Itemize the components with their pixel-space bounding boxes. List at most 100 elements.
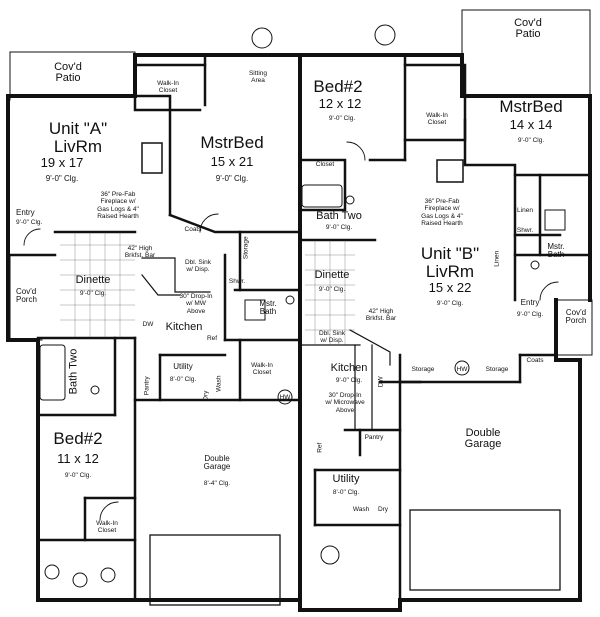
unit-b-fireplace-note: 36" Pre-Fab Fireplace w/ Gas Logs & 4" R… (421, 198, 463, 228)
unit-a-left-wall-lower (6, 338, 134, 602)
unit-a-utility-label: Utility (173, 362, 193, 371)
unit-a-walkin-closet-label: Walk-In Closet (157, 80, 179, 95)
unit-a-walkin-closet2-label: Walk-In Closet (251, 362, 273, 377)
b-master-wall (463, 118, 517, 302)
shrub (100, 567, 116, 583)
water-heater (277, 389, 293, 405)
a-closet-wall (133, 53, 202, 112)
unit-b-bath-two-label: Bath Two (316, 210, 362, 222)
unit-b-entry-ceiling: 9'-0" Clg. (516, 311, 544, 318)
water-heater (454, 360, 470, 376)
shrub (320, 545, 340, 565)
unit-b-storage2-label: Storage (485, 366, 509, 373)
garage-doors (149, 229, 561, 606)
unit-b-brkfst-bar-note: 42" High Brkfst. Bar (365, 308, 397, 323)
tub (301, 184, 343, 208)
unit-b-dinette-label: Dinette (314, 269, 350, 281)
shower (544, 209, 566, 231)
unit-b-dw-label: DW (377, 376, 385, 388)
shrub (44, 564, 60, 580)
tile-hatch (60, 232, 355, 345)
unit-b-dinette-ceiling: 9'-0" Clg. (318, 286, 346, 293)
interior-walls (6, 53, 592, 602)
unit-a-bath-two-label: Bath Two (67, 348, 80, 395)
door-swing (539, 281, 559, 301)
unit-b-covd-porch-label: Cov'd Porch (565, 308, 587, 325)
unit-a-bed2-title: Bed#2 (53, 429, 103, 448)
unit-b-bed2-size: 12 x 12 (318, 96, 362, 111)
unit-a-mstrbed-title: MstrBed (200, 133, 264, 152)
unit-b-garage-label: Double Garage (464, 427, 502, 450)
toilet (285, 295, 295, 305)
a-bath-wall (168, 213, 242, 292)
unit-b-entry-label: Entry (520, 298, 540, 307)
unit-a-dinette-ceiling: 9'-0" Clg. (79, 290, 107, 297)
unit-b-livrm-title: Unit "B" LivRm (420, 244, 480, 281)
unit-a-dw-label: DW (142, 321, 154, 328)
unit-b-top-wall (298, 53, 592, 302)
b-bath-wall (298, 158, 347, 212)
unit-b-ref-label: Ref (316, 442, 324, 453)
unit-b-bath-two-ceiling: 9'-0" Clg. (325, 224, 353, 231)
unit-a-storage-label: Storage (242, 236, 250, 260)
unit-b-hw-label: HW (456, 366, 468, 373)
unit-b-dbl-sink-note: Dbl. Sink w/ Disp. (318, 330, 346, 345)
unit-b-mstr-bath-label: Mstr. Bath (547, 242, 565, 259)
unit-a-ref-label: Ref (206, 335, 218, 342)
unit-a-dbl-sink-note: Dbl. Sink w/ Disp. (184, 259, 212, 274)
toilet (90, 385, 100, 395)
unit-a-wash-label: Wash (215, 375, 223, 392)
unit-a-kitchen-label: Kitchen (165, 321, 203, 333)
unit-b-garage-door (409, 509, 561, 591)
toilet (345, 195, 355, 205)
unit-a-utility-ceiling: 8'-0" Clg. (169, 376, 197, 383)
unit-a-livrm-title: Unit "A" LivRm (48, 119, 108, 156)
unit-b-kitchen-label: Kitchen (330, 362, 368, 374)
unit-b-right-wall (398, 298, 582, 602)
unit-a-shower-label: Shwr. (228, 278, 246, 285)
landscaping (44, 24, 396, 588)
unit-b-fireplace (436, 159, 464, 183)
unit-a-fireplace-note: 36" Pre-Fab Fireplace w/ Gas Logs & 4" R… (97, 191, 139, 221)
a-livrm-bed-wall (133, 94, 172, 217)
fireplaces (141, 142, 464, 183)
tree (251, 27, 273, 49)
unit-a-livrm-ceiling: 9'-0" Clg. (45, 174, 79, 183)
unit-b-kitchen-ceiling: 9'-0" Clg. (335, 377, 363, 384)
unit-b-linen-label: Linen (517, 207, 533, 214)
unit-b-coats-label: Coats (526, 357, 544, 364)
unit-b-wash-label: Wash (352, 506, 370, 513)
unit-b-utility-ceiling: 8'-0" Clg. (332, 489, 360, 496)
unit-b-dry-label: Dry (377, 506, 389, 513)
unit-a-hw-label: HW (279, 394, 291, 401)
unit-b-closet-label: Closet (315, 161, 335, 168)
unit-b-porch-outline (555, 299, 593, 356)
unit-a-coats-label: Coats (184, 226, 202, 233)
door-swing (99, 501, 119, 521)
unit-b-dropin-note: 30" Drop-In w/ Microwave Above (325, 392, 365, 414)
unit-a-pantry-label: Pantry (143, 376, 151, 396)
unit-b-bed2-ceiling: 9'-0" Clg. (328, 115, 356, 122)
shrub (72, 572, 88, 588)
unit-a-livrm-size: 19 x 17 (40, 155, 84, 170)
a-counter (141, 257, 211, 293)
unit-a-bed2-ceiling: 9'-0" Clg. (64, 472, 92, 479)
unit-b-storage1-label: Storage (411, 366, 435, 373)
unit-a-entry-ceiling: 9'-0" Clg. (16, 219, 43, 226)
door-swing (23, 228, 41, 246)
unit-a-mstrbed-size: 15 x 21 (210, 154, 254, 169)
unit-b-utility-label: Utility (332, 473, 360, 485)
a-bar (141, 274, 181, 296)
unit-b-bed2-title: Bed#2 (313, 77, 363, 96)
toilet (530, 260, 540, 270)
tub (39, 344, 66, 401)
b-walkin-wall (403, 63, 467, 142)
unit-a-mstr-bath-label: Mstr. Bath (259, 299, 277, 316)
unit-b-mstrbed-ceiling: 9'-0" Clg. (517, 137, 545, 144)
unit-a-brkfst-bar-note: 42" High Brkfst. Bar (124, 245, 156, 260)
unit-a-garage-ceiling: 8'-4" Clg. (203, 480, 231, 487)
door-swing (346, 141, 366, 161)
b-bar (349, 329, 391, 366)
unit-a-covd-porch-label: Cov'd Porch (16, 287, 37, 304)
